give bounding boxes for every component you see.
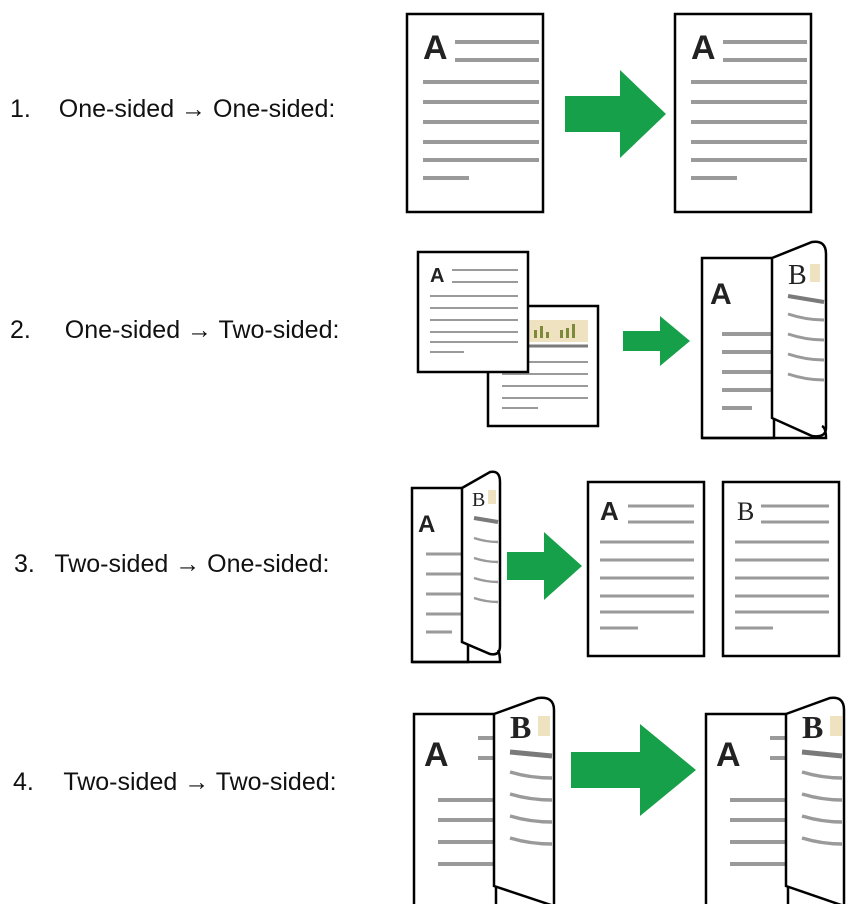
letter-b: B <box>802 709 823 745</box>
row-3-two-sided-page: A B <box>410 470 502 664</box>
row-3-label: 3. Two-sided → One-sided: <box>14 550 329 579</box>
letter-a: A <box>710 278 732 311</box>
letter-a: A <box>691 29 716 67</box>
letter-b: B <box>788 260 807 291</box>
letter-b: B <box>737 497 754 526</box>
row-4-number: 4. <box>13 768 34 796</box>
letter-a: A <box>418 511 435 538</box>
letter-a: A <box>716 736 741 774</box>
row-3-number: 3. <box>14 550 35 578</box>
row-1-number: 1. <box>10 95 31 123</box>
letter-b: B <box>510 709 531 745</box>
row-1-text: One-sided → One-sided: <box>58 95 336 123</box>
row-2-text: One-sided → Two-sided: <box>64 316 340 344</box>
row-1-result-page: A <box>673 12 813 214</box>
row-1-label: 1. One-sided → One-sided: <box>10 95 335 124</box>
row-2-page-a: A <box>416 250 530 374</box>
row-2-label: 2. One-sided → Two-sided: <box>10 316 339 345</box>
row-3-page-b: B <box>721 480 841 658</box>
row-3-page-a: A <box>586 480 706 658</box>
letter-a: A <box>424 736 449 774</box>
arrow-right-icon <box>507 532 582 600</box>
row-3-text: Two-sided → One-sided: <box>54 550 330 578</box>
letter-b: B <box>472 489 485 511</box>
arrow-right-icon <box>571 724 696 816</box>
arrow-right-icon <box>623 316 690 366</box>
letter-a: A <box>423 29 448 67</box>
row-4-result-two-sided-page: A B <box>704 696 846 904</box>
row-2-number: 2. <box>10 316 31 344</box>
letter-a: A <box>600 496 619 526</box>
row-4-label: 4. Two-sided → Two-sided: <box>13 768 337 797</box>
letter-a: A <box>430 265 444 287</box>
row-1-source-page: A <box>405 12 545 214</box>
arrow-right-icon <box>565 70 666 158</box>
row-4-source-two-sided-page: A B <box>412 696 556 904</box>
row-2-two-sided-page: A B <box>700 240 828 440</box>
row-4-text: Two-sided → Two-sided: <box>63 768 337 796</box>
